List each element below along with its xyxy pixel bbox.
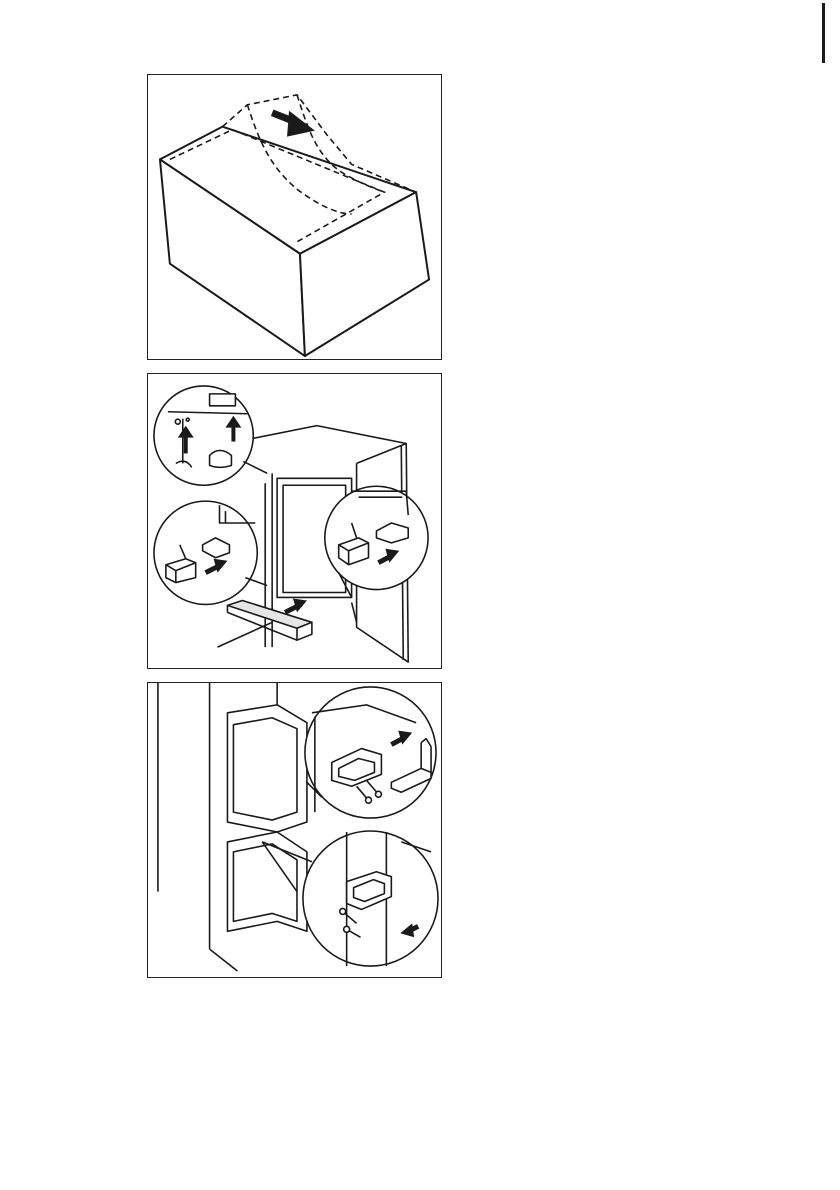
bracket-illustration [148,683,441,977]
carton-illustration [148,75,441,359]
figure-carton-removal [147,74,442,360]
figure-hinge-covers [147,373,442,669]
page-edge-mark [822,3,825,63]
pull-arrow-icon [272,111,315,137]
figure-door-brackets [147,682,442,978]
hinge-illustration [148,374,441,668]
